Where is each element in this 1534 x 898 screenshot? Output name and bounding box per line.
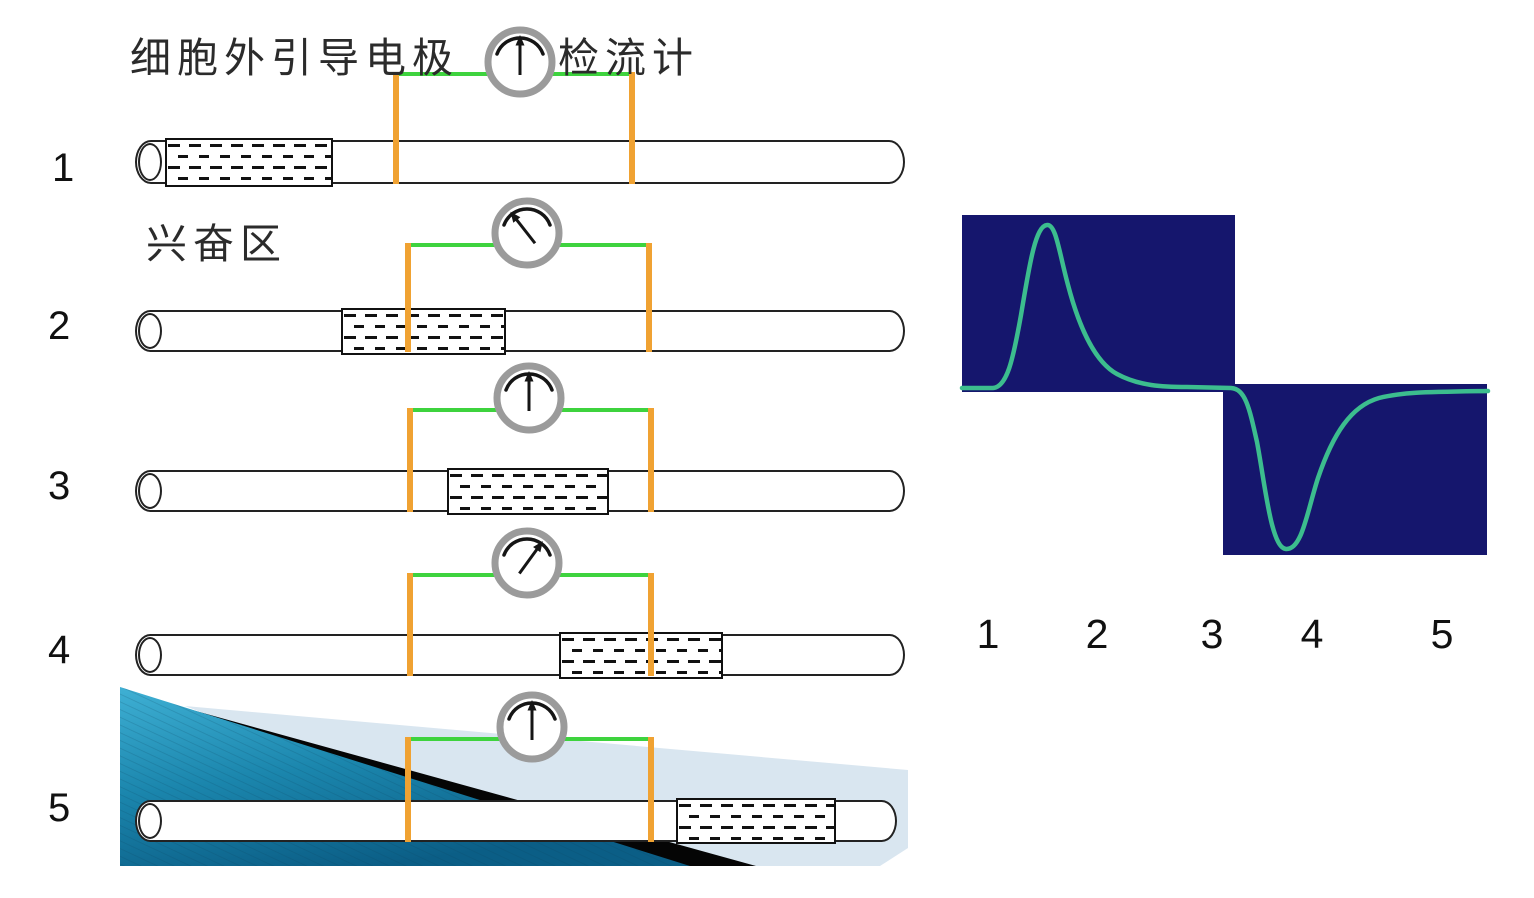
fiber-end-cap <box>138 637 162 673</box>
fiber-end-cap <box>138 143 162 181</box>
gauge-scale-arc <box>502 537 552 557</box>
electrode-right-row4 <box>648 573 654 676</box>
galvanometer-row5 <box>496 691 568 763</box>
galvanometer-needle <box>524 371 534 411</box>
nerve-fiber-row4 <box>135 634 905 676</box>
electrode-right-row3 <box>648 408 654 512</box>
trace-x-label-3: 3 <box>1200 611 1224 657</box>
electrode-left-row5 <box>405 737 411 842</box>
galvanometer-row2 <box>491 197 563 269</box>
trace-panel-upper <box>962 215 1235 392</box>
electrode-left-row2 <box>405 243 411 352</box>
trace-x-label-5: 5 <box>1430 611 1454 657</box>
electrode-right-row2 <box>646 243 652 352</box>
galvanometer-needle <box>510 211 537 245</box>
fiber-end-cap <box>138 473 162 509</box>
trace-x-label-4: 4 <box>1300 611 1324 657</box>
galvanometer-needle <box>527 700 537 740</box>
row-number-3: 3 <box>48 464 71 508</box>
fiber-end-cap <box>138 803 162 839</box>
excitation-hatch <box>449 470 607 513</box>
row-number-4: 4 <box>48 628 71 672</box>
excitation-hatch <box>561 634 721 677</box>
fiber-end-cap <box>138 313 162 349</box>
extracellular-electrode-label: 细胞外引导电极 <box>130 35 459 81</box>
electrode-left-row1 <box>393 72 399 184</box>
galvanometer-row1 <box>484 26 556 98</box>
trace-x-label-2: 2 <box>1085 611 1109 657</box>
row-number-5: 5 <box>48 786 71 830</box>
galvanometer-row3 <box>493 362 565 434</box>
excited-region-label: 兴奋区 <box>146 221 287 267</box>
galvanometer-label: 检流计 <box>558 35 699 81</box>
electrode-right-row5 <box>648 737 654 842</box>
excited-region-row4 <box>559 632 723 679</box>
electrode-right-row1 <box>629 72 635 184</box>
excitation-hatch <box>343 310 504 353</box>
excitation-hatch <box>678 800 834 842</box>
biphasic-wave-curve <box>959 222 1491 552</box>
trace-x-label-1: 1 <box>976 611 1000 657</box>
excited-region-row1 <box>165 138 333 187</box>
excitation-hatch <box>167 140 331 185</box>
row-number-2: 2 <box>48 304 71 348</box>
nerve-fiber-row2 <box>135 310 905 352</box>
excited-region-row5 <box>676 798 836 844</box>
galvanometer-needle <box>518 541 543 575</box>
biphasic-trace <box>959 222 1491 552</box>
excited-region-row3 <box>447 468 609 515</box>
excited-region-row2 <box>341 308 506 355</box>
row-number-1: 1 <box>52 146 75 190</box>
galvanometer-needle <box>515 35 525 75</box>
galvanometer-row4 <box>491 527 563 599</box>
gauge-scale-arc <box>502 207 552 227</box>
electrode-left-row3 <box>407 408 413 512</box>
electrode-left-row4 <box>407 573 413 676</box>
